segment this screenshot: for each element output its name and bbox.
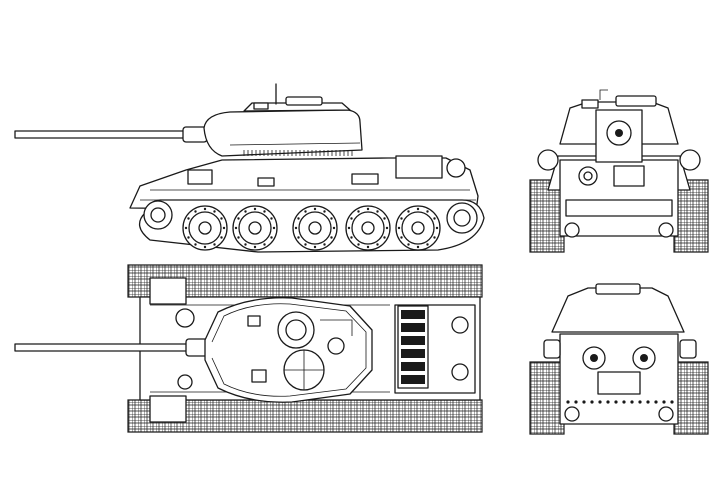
top-engine-grille	[401, 310, 425, 384]
top-turret	[205, 298, 372, 402]
rear-view	[530, 284, 708, 434]
top-commander-cupola	[278, 312, 314, 348]
road-wheel	[396, 206, 440, 250]
rear-track-left	[530, 362, 564, 434]
rear-track-right	[674, 362, 708, 434]
front-view	[530, 90, 708, 252]
side-track	[140, 200, 484, 252]
rear-bolt-row	[566, 400, 674, 404]
front-headlight-right	[680, 150, 700, 170]
front-turret	[560, 90, 678, 162]
side-drive-sprocket	[447, 203, 477, 233]
front-headlight-left	[538, 150, 558, 170]
road-wheel	[233, 206, 277, 250]
side-turret	[204, 84, 362, 156]
side-turret-grille	[244, 150, 352, 156]
road-wheel	[346, 206, 390, 250]
top-gun-barrel	[15, 339, 208, 356]
road-wheel	[293, 206, 337, 250]
side-view	[15, 84, 484, 252]
road-wheel	[183, 206, 227, 250]
front-track-right	[674, 180, 708, 252]
top-track-right	[128, 400, 482, 432]
side-gun-barrel	[15, 127, 207, 142]
top-view	[15, 265, 482, 432]
front-track-left	[530, 180, 564, 252]
rear-turret	[552, 288, 684, 332]
top-track-left	[128, 265, 482, 297]
rear-transmission-hatch	[598, 372, 640, 394]
side-idler-wheel	[144, 201, 172, 229]
side-road-wheels	[183, 206, 440, 250]
